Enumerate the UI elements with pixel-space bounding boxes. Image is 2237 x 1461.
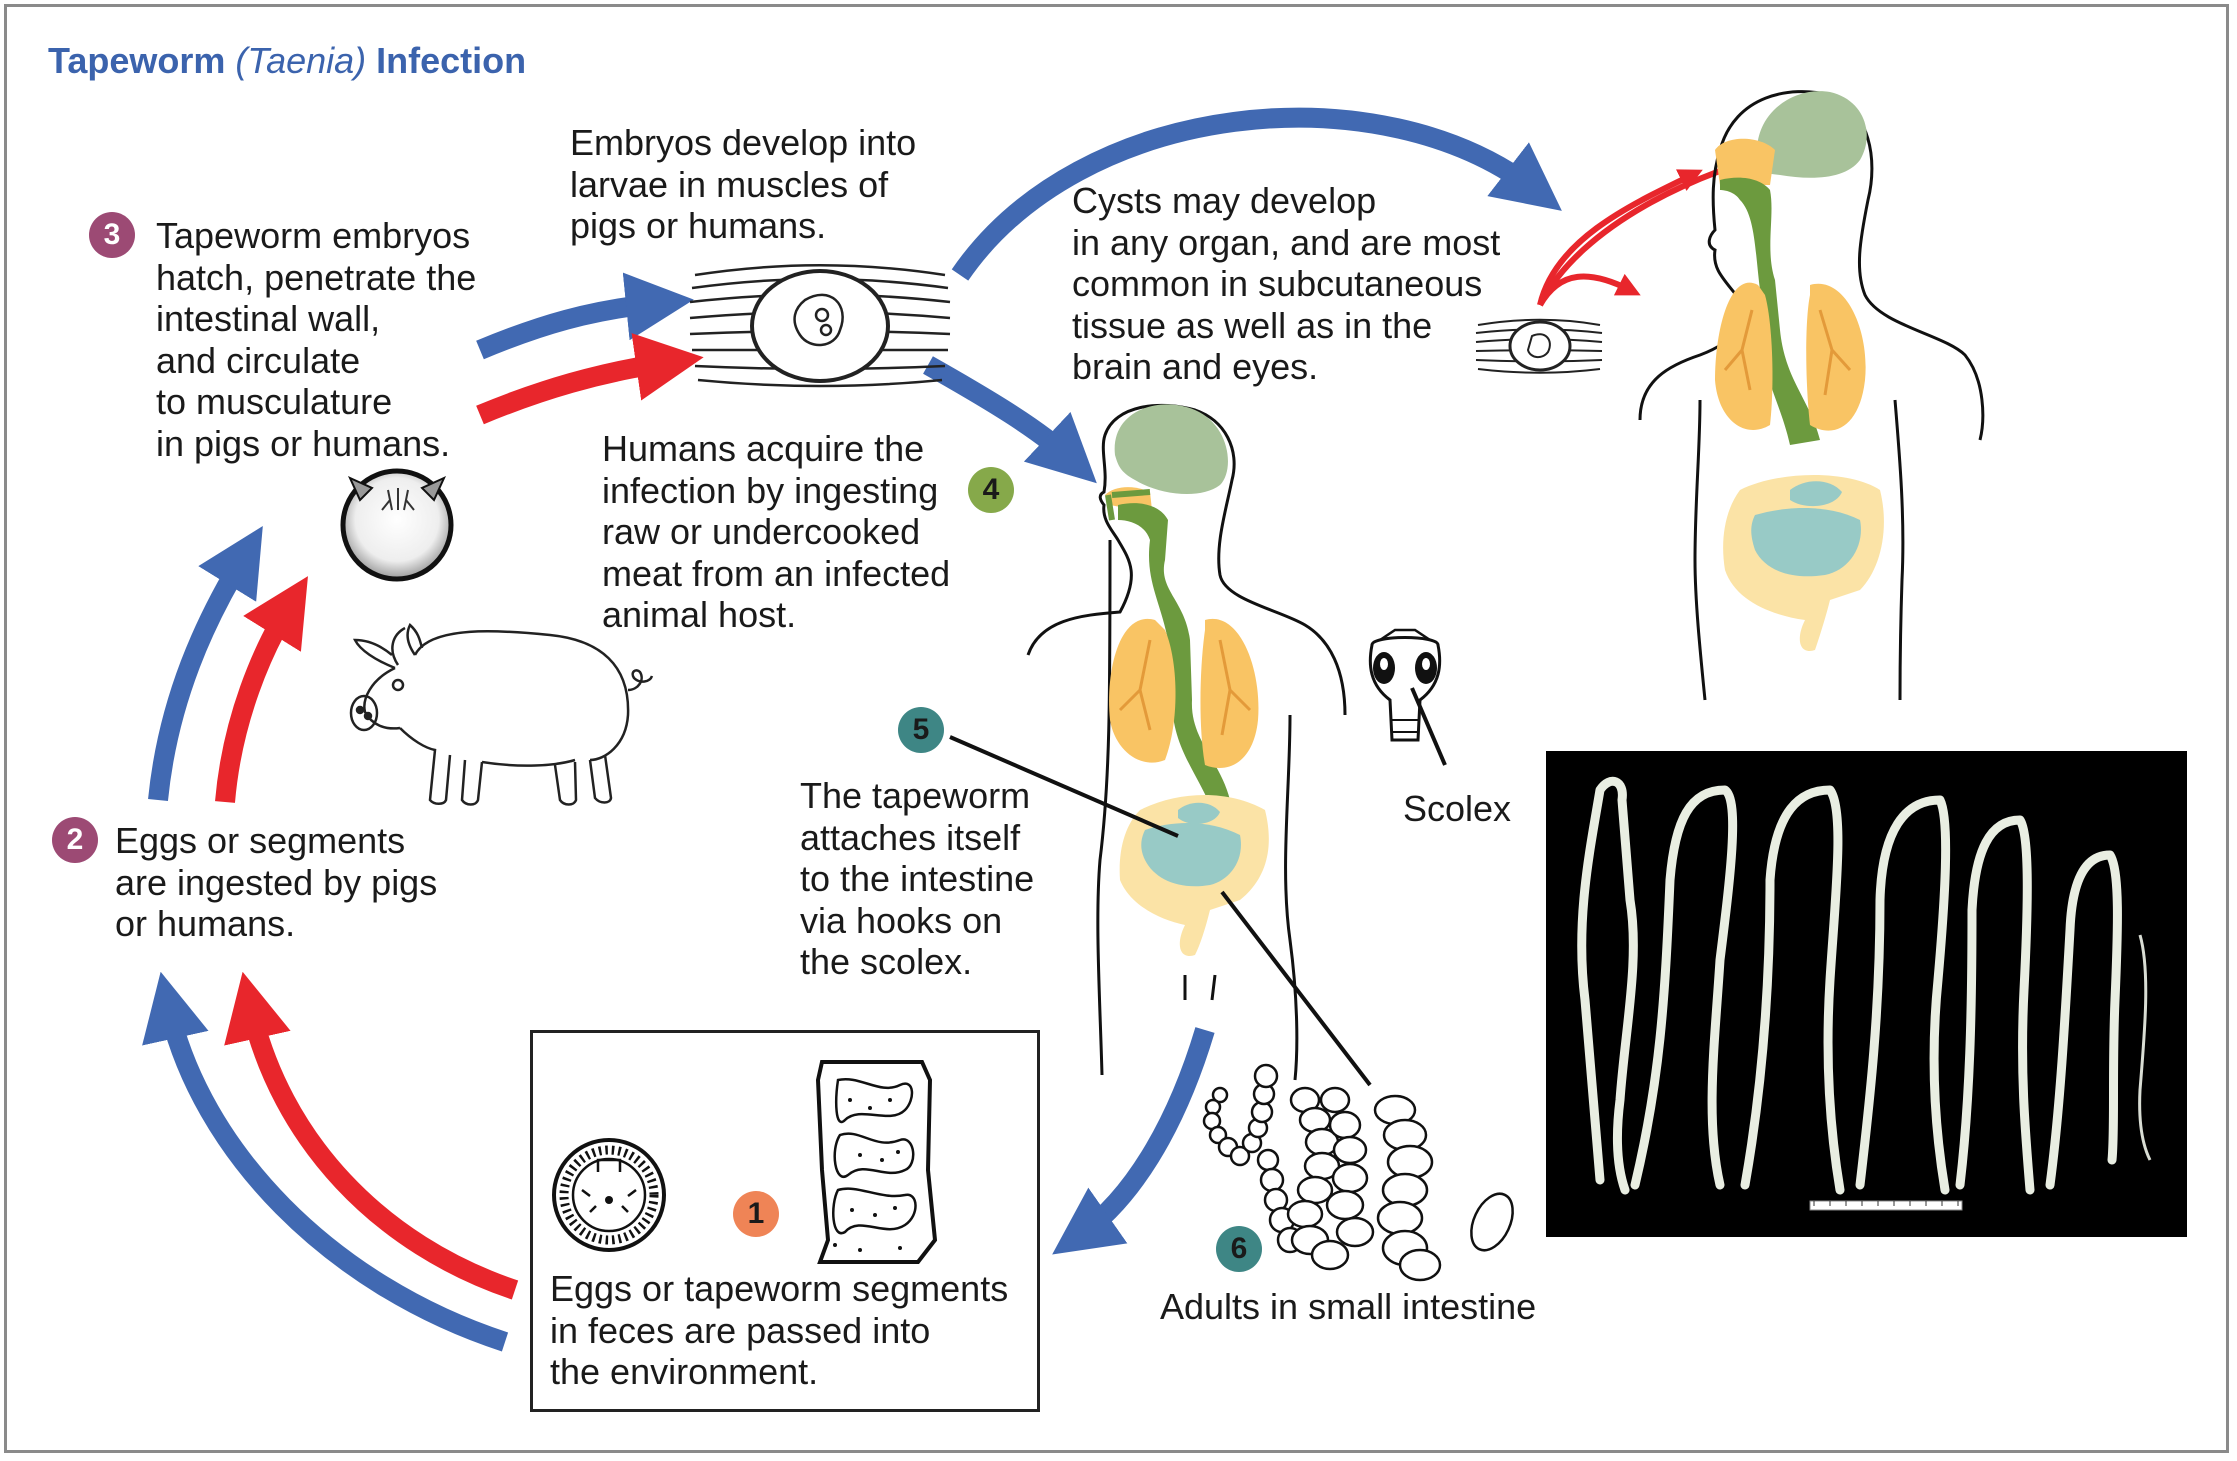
tapeworm-segment-illustration	[815, 1060, 938, 1264]
tapeworm-chain-medium	[1286, 1086, 1375, 1271]
diagram-frame	[4, 4, 2229, 1453]
step3-line: and circulate	[156, 339, 361, 381]
cysts-line: common in subcutaneous	[1072, 263, 1483, 304]
step2-text: Eggs or segments are ingested by pigs or…	[115, 820, 437, 945]
diagram-title: Tapeworm (Taenia) Infection	[48, 40, 526, 82]
step1-feces-box	[530, 1030, 1040, 1412]
arrow-muscle-to-human-blue	[923, 356, 1097, 484]
tapeworm-chain-small	[1202, 1063, 1304, 1254]
arrow-hatch-to-muscle-blue	[476, 272, 694, 360]
small-muscle-cyst-illustration	[1475, 318, 1603, 374]
step3-line: to musculature	[156, 381, 393, 422]
tapeworm-chain-large	[1373, 1094, 1442, 1282]
cysts-line: in any organ, and are most	[1072, 221, 1501, 263]
step3-line: Tapeworm embryos	[156, 215, 471, 256]
arrow-ingestion-to-hatch-blue	[148, 526, 263, 801]
hatching-embryo-illustration	[340, 468, 454, 582]
step6-text: Adults in small intestine	[1160, 1286, 1537, 1327]
larvae-line: larvae in muscles of	[570, 163, 889, 205]
step3-line: hatch, penetrate the	[156, 256, 477, 298]
step3-line: in pigs or humans.	[156, 422, 451, 464]
step4-line: animal host.	[602, 594, 797, 635]
cysts-line: Cysts may develop	[1072, 180, 1377, 221]
step2-badge: 2	[52, 817, 98, 863]
title-main: Tapeworm	[48, 40, 226, 81]
muscle-larva-cyst-illustration	[689, 264, 951, 388]
larvae-text: Embryos develop into larvae in muscles o…	[570, 122, 916, 247]
step4-text: Humans acquire the infection by ingestin…	[602, 428, 950, 636]
tapeworm-photo	[1546, 751, 2187, 1237]
adult-tapeworms-illustration	[1202, 1063, 1514, 1282]
step5-line: the scolex.	[800, 941, 973, 982]
pig-illustration	[349, 622, 654, 806]
step2-line: or humans.	[115, 903, 296, 944]
step5-line: The tapeworm	[800, 775, 1031, 816]
step5-line: via hooks on	[800, 899, 1003, 941]
arrow-ingestion-to-hatch-red	[215, 576, 308, 803]
step2-line: are ingested by pigs	[115, 861, 438, 903]
step5-line: attaches itself	[800, 816, 1021, 858]
scolex-label: Scolex	[1403, 788, 1512, 829]
step1-line: in feces are passed into	[550, 1309, 931, 1351]
step3-text: Tapeworm embryos hatch, penetrate the in…	[156, 215, 476, 464]
arrow-human-to-feces-blue	[1052, 1027, 1215, 1255]
larvae-line: Embryos develop into	[570, 122, 917, 163]
human-body-cysts-illustration	[1638, 90, 1985, 701]
step3-line: intestinal wall,	[156, 298, 381, 339]
step4-line: raw or undercooked	[602, 511, 921, 552]
arrow-hatch-to-muscle-red	[476, 333, 704, 425]
step3-badge: 3	[89, 212, 135, 258]
step4-line: meat from an infected	[602, 552, 951, 594]
cysts-line: tissue as well as in the	[1072, 304, 1433, 346]
step5-line: to the intestine	[800, 858, 1035, 899]
cysts-line: brain and eyes.	[1072, 346, 1319, 387]
step1-text: Eggs or tapeworm segments in feces are p…	[550, 1268, 1008, 1393]
step4-line: infection by ingesting	[602, 469, 939, 511]
arrow-feces-to-ingestion-red	[224, 971, 519, 1300]
step5-badge: 5	[898, 707, 944, 753]
step4-badge: 4	[968, 467, 1014, 513]
step4-line: Humans acquire the	[602, 428, 925, 469]
cysts-text: Cysts may develop in any organ, and are …	[1072, 180, 1500, 388]
arrow-muscle-to-cysts-blue	[951, 107, 1562, 281]
step6-badge: 6	[1216, 1226, 1262, 1272]
callout-lines	[949, 735, 1372, 1087]
scolex-illustration	[1368, 628, 1447, 766]
step5-text: The tapeworm attaches itself to the inte…	[800, 775, 1034, 983]
title-suffix: Infection	[376, 40, 527, 81]
human-body-infected-illustration	[1026, 403, 1347, 1081]
step2-line: Eggs or segments	[115, 820, 406, 861]
tapeworm-egg-illustration	[552, 1138, 666, 1252]
step1-line: Eggs or tapeworm segments	[550, 1268, 1009, 1309]
arrow-feces-to-ingestion-blue	[142, 971, 509, 1352]
step1-badge: 1	[733, 1191, 779, 1237]
larvae-line: pigs or humans.	[570, 205, 827, 246]
title-genus: (Taenia)	[235, 40, 367, 81]
step1-line: the environment.	[550, 1351, 819, 1392]
